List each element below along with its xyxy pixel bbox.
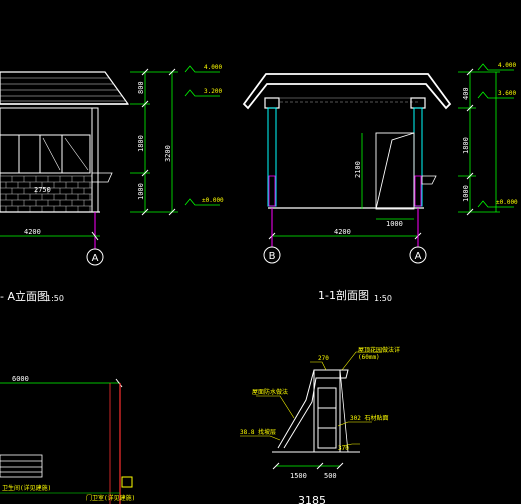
note-top: 270	[318, 355, 329, 362]
dim-w1: 1500	[290, 472, 307, 480]
door-opening	[375, 132, 415, 210]
axis-label-a2: A	[415, 251, 422, 262]
elev-mid-a: 3.200	[204, 88, 222, 95]
title-s: 1-1剖面图	[318, 288, 369, 302]
wall-a	[0, 107, 99, 213]
dim-roof-s: 400	[462, 87, 470, 100]
dim-door-h: 2100	[354, 161, 362, 178]
roof-tile-lines	[0, 77, 126, 102]
stair-block	[0, 454, 43, 478]
axis-label-b: B	[269, 251, 276, 262]
detail-drawing: 270 屋顶花园做法详 (60mm) 屋面防水做法 302 石材贴面 38.8 …	[240, 346, 400, 504]
columns	[267, 107, 423, 207]
scale-s: 1:50	[374, 294, 392, 303]
dim-total-a: 3200	[164, 145, 172, 162]
note-mid: 302 石材贴面	[350, 414, 388, 422]
detail-frame	[272, 369, 360, 453]
elev-top-a: 4.000	[204, 64, 222, 71]
dim-inner-a: 2750	[34, 186, 51, 194]
roof-a	[0, 71, 130, 105]
note-left: 屋面防水做法	[252, 388, 288, 396]
brick-base-a	[0, 175, 92, 212]
note-1: 屋顶花园做法详	[358, 346, 400, 354]
dim-door-w: 1000	[386, 220, 403, 228]
vertical-dims-a	[130, 71, 178, 213]
dim-base-s: 1000	[462, 185, 470, 202]
plan-fragment: 6000 卫生间(详见建施) 门卫室(详见建施)	[0, 375, 135, 504]
note-2: (60mm)	[358, 354, 380, 361]
elev-markers-s	[477, 63, 514, 208]
scale-a: 1:50	[46, 294, 64, 303]
note-low: 38.8 找坡层	[240, 428, 276, 436]
dim-w2: 500	[324, 472, 337, 480]
elev-ground-a: ±0.000	[202, 197, 224, 204]
elev-ground-s: ±0.000	[496, 199, 518, 206]
section-1-1: 2100 1000 4200 B A 400 1800 1000	[242, 62, 518, 303]
roof-section	[242, 73, 452, 110]
note-bot: 370	[338, 445, 349, 452]
note-plan-left: 卫生间(详见建施)	[2, 484, 51, 492]
elev-markers-a	[184, 65, 220, 206]
dim-roof-a: 800	[137, 81, 145, 94]
dim-overall-a: 4200	[24, 228, 41, 236]
slab-hatch	[280, 97, 420, 103]
dim-total-s: 1800	[462, 137, 470, 154]
dim-plan: 6000	[12, 375, 29, 383]
window-a	[0, 134, 91, 174]
dim-overall-s: 4200	[334, 228, 351, 236]
elevation-a: A 4200 2750 800 1800 1000 3200 4.	[0, 64, 224, 303]
elev-top-s: 4.000	[498, 62, 516, 69]
vertical-dims-s	[458, 71, 500, 213]
elev-mid-s: 3.600	[498, 90, 516, 97]
dim-win-a: 1800	[137, 135, 145, 152]
detail-title: 3185	[298, 494, 326, 504]
dim-base-a: 1000	[137, 183, 145, 200]
title-a: - A立面图	[0, 289, 48, 303]
note-plan: 门卫室(详见建施)	[86, 494, 135, 502]
axis-label-a: A	[92, 253, 99, 264]
